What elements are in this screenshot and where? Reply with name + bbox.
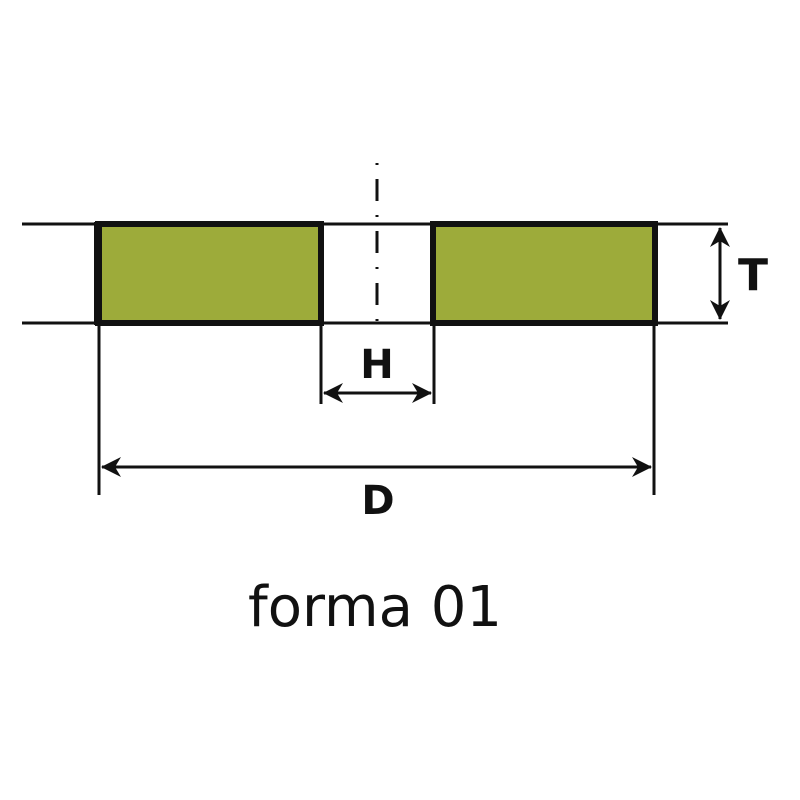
diagram-title: forma 01 (248, 575, 502, 640)
hole-label: H (360, 342, 393, 388)
right-section-fill (430, 221, 658, 326)
left-section-fill (95, 221, 324, 326)
thickness-label: T (738, 250, 768, 301)
diameter-label: D (361, 478, 394, 524)
